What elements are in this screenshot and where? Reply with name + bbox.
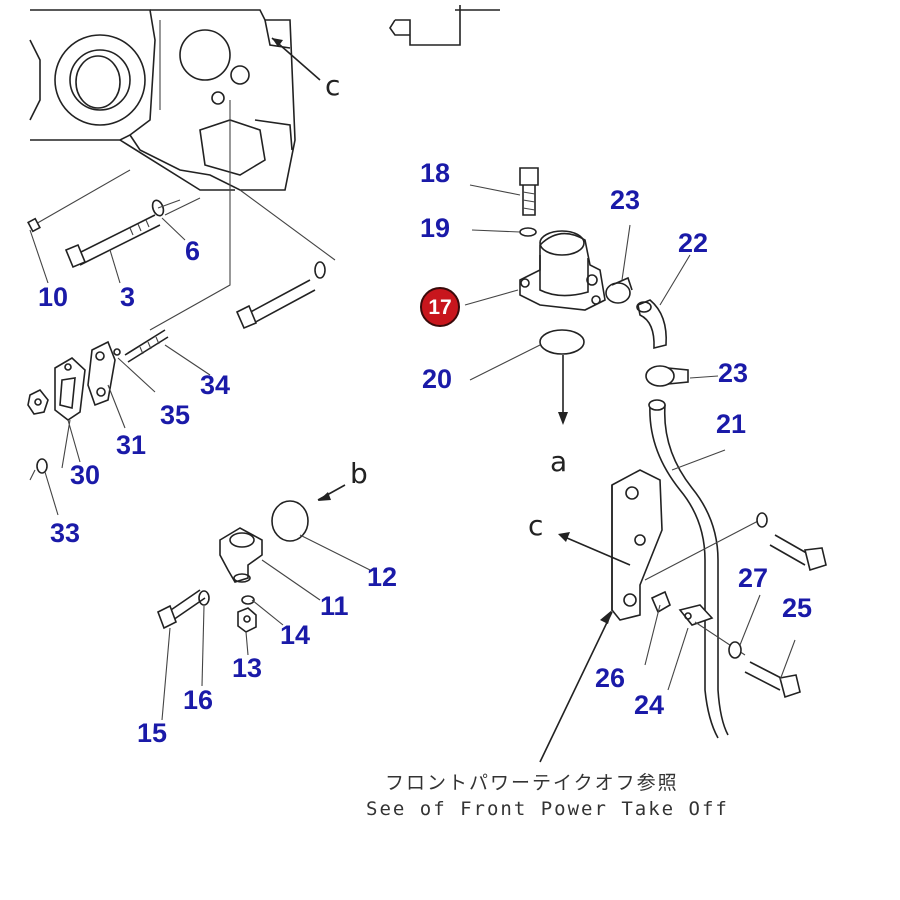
part-label-26[interactable]: 26: [595, 663, 626, 693]
dipstick-34: [124, 329, 169, 363]
bolt-right-lower: [235, 261, 326, 330]
clamp-23-top: [605, 276, 633, 304]
washer-27: [728, 641, 742, 659]
arrow-c-mid: [558, 532, 631, 566]
housing-17: [519, 230, 606, 311]
gasket-12: [271, 500, 309, 542]
part-label-33[interactable]: 33: [50, 518, 81, 548]
engine-housing: [29, 9, 296, 191]
part-label-14[interactable]: 14: [280, 620, 311, 650]
breather-tube-21: [648, 399, 729, 739]
part-label-23-top[interactable]: 23: [610, 185, 641, 215]
part-label-11[interactable]: 11: [320, 591, 349, 621]
part-label-20[interactable]: 20: [422, 364, 453, 394]
bolt-3: [64, 214, 161, 269]
part-label-15[interactable]: 15: [137, 718, 168, 748]
bolt-right-upper: [769, 534, 827, 572]
part-label-18[interactable]: 18: [420, 158, 451, 188]
part-label-30[interactable]: 30: [70, 460, 101, 490]
arrow-front-pto: [539, 610, 613, 763]
clip-26: [650, 590, 671, 614]
o-ring-14: [241, 595, 255, 605]
highlighted-part-number: 17: [428, 296, 452, 319]
nut-left: [27, 388, 49, 415]
nut-13: [237, 607, 257, 633]
part-label-34[interactable]: 34: [200, 370, 231, 400]
clamp-23-lower: [645, 365, 689, 387]
part-label-6[interactable]: 6: [185, 236, 201, 266]
clip-24: [678, 604, 714, 626]
part-label-24[interactable]: 24: [634, 690, 665, 720]
bolt-18: [519, 167, 539, 216]
part-label-23-lower[interactable]: 23: [718, 358, 749, 388]
elbow-11: [219, 527, 263, 583]
arrow-c-top: [271, 37, 321, 81]
part-label-25[interactable]: 25: [782, 593, 813, 623]
arrow-a: [558, 355, 568, 425]
washer-19: [519, 227, 537, 237]
part-label-12[interactable]: 12: [367, 562, 398, 592]
leader-line-10: [33, 169, 131, 226]
part-label-3[interactable]: 3: [120, 282, 136, 312]
caption-japanese: フロントパワーテイクオフ参照: [385, 772, 679, 794]
ref-letter-c-top: c: [325, 69, 341, 102]
hose-22: [636, 299, 667, 350]
part-label-13[interactable]: 13: [232, 653, 263, 683]
ref-letter-b: b: [350, 457, 368, 490]
bracket-mid: [611, 469, 663, 621]
plate-30: [54, 357, 86, 421]
bolt-25: [744, 661, 801, 699]
arrow-b: [317, 484, 346, 501]
part-label-27[interactable]: 27: [738, 563, 769, 593]
part-label-35[interactable]: 35: [160, 400, 191, 430]
part-label-10[interactable]: 10: [38, 282, 69, 312]
gasket-31: [87, 340, 116, 407]
bracket-top: [389, 5, 461, 46]
gasket-20: [539, 329, 585, 355]
part-label-19[interactable]: 19: [420, 213, 451, 243]
part-label-31[interactable]: 31: [116, 430, 147, 460]
part-label-21[interactable]: 21: [716, 409, 747, 439]
caption-english: See of Front Power Take Off: [366, 798, 729, 820]
washer-33: [36, 458, 48, 474]
ref-letter-a: a: [550, 445, 568, 478]
part-label-16[interactable]: 16: [183, 685, 214, 715]
part-label-22[interactable]: 22: [678, 228, 709, 258]
bolt-15: [156, 589, 206, 630]
ref-letter-c-mid: c: [528, 509, 544, 542]
highlighted-part-badge-17[interactable]: 17: [420, 287, 460, 327]
